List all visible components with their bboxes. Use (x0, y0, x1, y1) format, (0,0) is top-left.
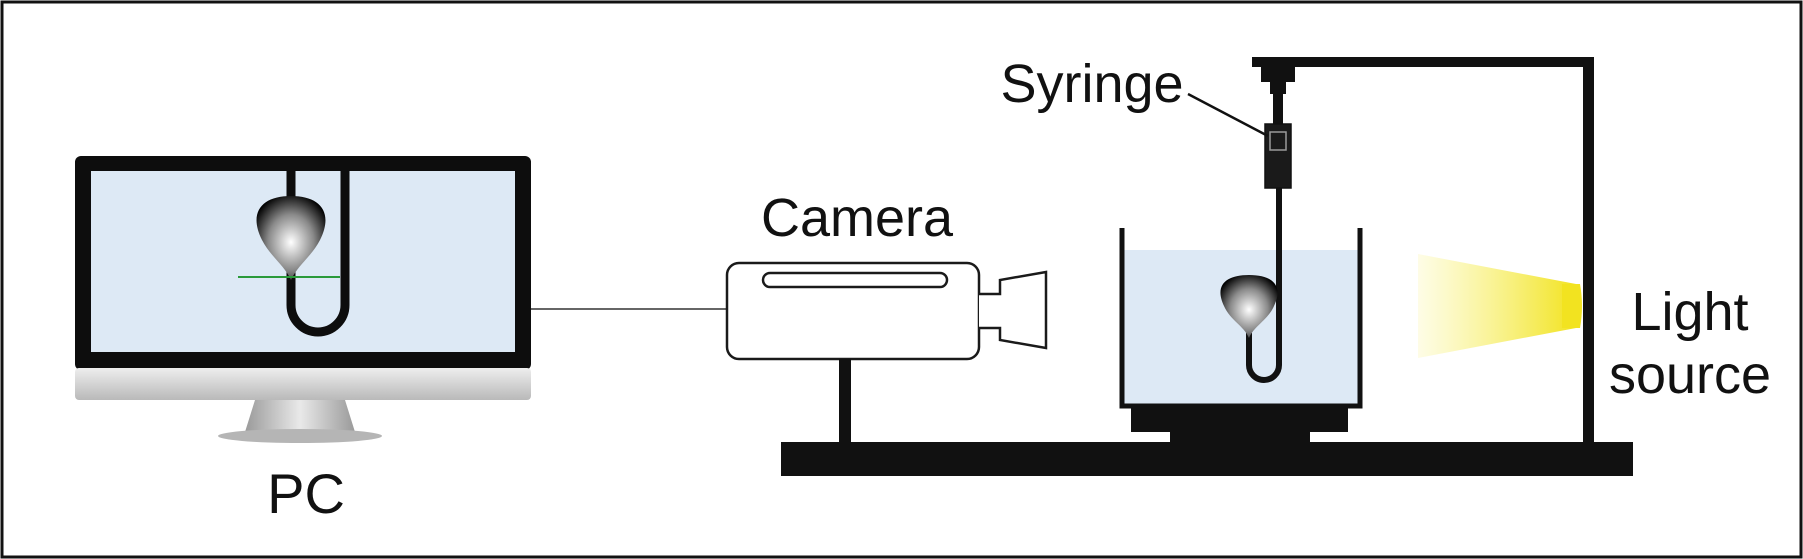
camera-label: Camera (761, 188, 954, 248)
camera-top-slot (761, 271, 949, 289)
syringe-clamp (1261, 67, 1295, 82)
light-source-label-line2: source (1609, 345, 1771, 405)
syringe-plunger (1273, 94, 1283, 126)
cuvette-walls (1119, 228, 1363, 409)
liquid-droplet (1220, 275, 1278, 338)
camera-stand-post (839, 359, 851, 443)
syringe-barrel (1264, 123, 1292, 189)
light-source (1418, 254, 1582, 358)
light-source-label-line1: Light (1631, 282, 1748, 342)
syringe-barrel-window (1269, 131, 1287, 151)
camera (725, 261, 1048, 443)
light-beam (1418, 254, 1576, 358)
pc-monitor (75, 156, 531, 443)
light-source-lamp (1562, 284, 1582, 328)
syringe-clamp-neck (1270, 82, 1286, 94)
monitor-stand (245, 400, 355, 432)
support-frame (1252, 57, 1594, 445)
screen-droplet (256, 196, 326, 280)
syringe (1220, 94, 1292, 383)
base-plate (781, 442, 1633, 476)
frame-top-arm (1252, 57, 1594, 67)
screen-needle-u-tube (286, 171, 350, 337)
monitor-chin (75, 368, 531, 400)
pc-label: PC (267, 462, 345, 525)
cuvette-liquid (1124, 250, 1358, 405)
stage-top (1131, 406, 1348, 432)
monitor-stand-base (218, 429, 382, 443)
camera-lens (979, 270, 1048, 350)
frame-post (1583, 57, 1594, 445)
syringe-leader-line (1187, 92, 1269, 138)
syringe-label: Syringe (1000, 54, 1183, 114)
syringe-needle-u-tube (1246, 188, 1282, 383)
